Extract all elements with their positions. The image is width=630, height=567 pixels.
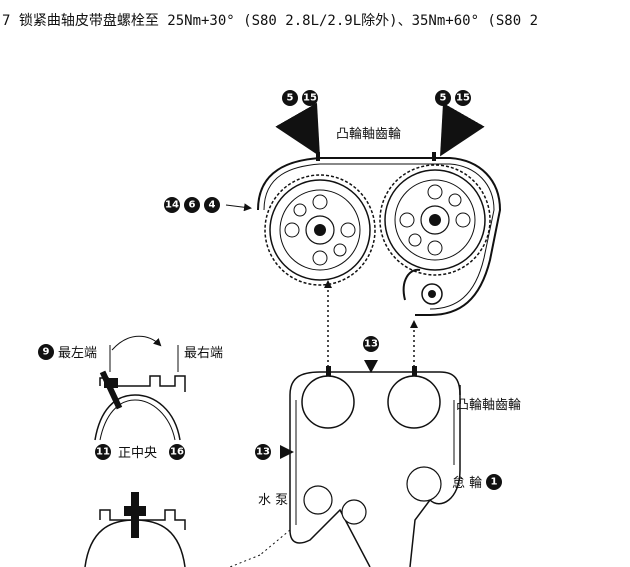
badge-4: 4 bbox=[204, 197, 220, 213]
idler-label: 怠 輪 bbox=[452, 475, 482, 491]
right-camshaft-gear bbox=[379, 164, 491, 276]
badge-13-a: 13 bbox=[363, 336, 379, 352]
left-camshaft-gear bbox=[264, 174, 376, 286]
badge-14: 14 bbox=[164, 197, 180, 213]
svg-text:5: 5 bbox=[440, 93, 447, 104]
camshaft-gear-label-top: 凸輪軸齒輪 bbox=[336, 126, 401, 142]
crank-position-bottom bbox=[84, 492, 186, 567]
svg-text:6: 6 bbox=[189, 200, 196, 211]
badge-9: 9 bbox=[38, 344, 54, 360]
svg-text:14: 14 bbox=[165, 200, 179, 211]
svg-text:4: 4 bbox=[209, 200, 216, 211]
rightmost-label: 最右端 bbox=[184, 346, 223, 361]
leftmost-label: 最左端 bbox=[58, 346, 97, 361]
svg-text:15: 15 bbox=[456, 93, 470, 104]
camshaft-gear-assembly bbox=[225, 102, 502, 370]
badge-5-b: 5 bbox=[435, 90, 451, 106]
svg-text:9: 9 bbox=[43, 347, 50, 358]
tensioner-pulley bbox=[402, 268, 443, 305]
badge-5-a: 5 bbox=[282, 90, 298, 106]
center-label: 正中央 bbox=[118, 446, 157, 461]
badge-6: 6 bbox=[184, 197, 200, 213]
badge-15-b: 15 bbox=[455, 90, 471, 106]
badge-15-a: 15 bbox=[302, 90, 318, 106]
svg-text:11: 11 bbox=[96, 447, 110, 458]
badge-16: 16 bbox=[169, 444, 185, 460]
badge-1: 1 bbox=[486, 474, 502, 490]
instruction-header: 7 锁紧曲轴皮带盘螺栓至 25Nm+30° (S80 2.8L/2.9L除外)、… bbox=[2, 13, 539, 29]
svg-text:1: 1 bbox=[491, 477, 498, 488]
timing-belt-layout bbox=[229, 360, 461, 567]
svg-text:13: 13 bbox=[364, 339, 378, 350]
svg-text:5: 5 bbox=[287, 93, 294, 104]
badge-11: 11 bbox=[95, 444, 111, 460]
crank-position-top bbox=[94, 335, 186, 441]
svg-text:15: 15 bbox=[303, 93, 317, 104]
badge-13-b: 13 bbox=[255, 444, 271, 460]
svg-text:16: 16 bbox=[170, 447, 184, 458]
svg-text:13: 13 bbox=[256, 447, 270, 458]
water-pump-label: 水 泵 bbox=[258, 493, 288, 508]
camshaft-gear-label-bottom: 凸輪軸齒輪 bbox=[456, 397, 521, 413]
